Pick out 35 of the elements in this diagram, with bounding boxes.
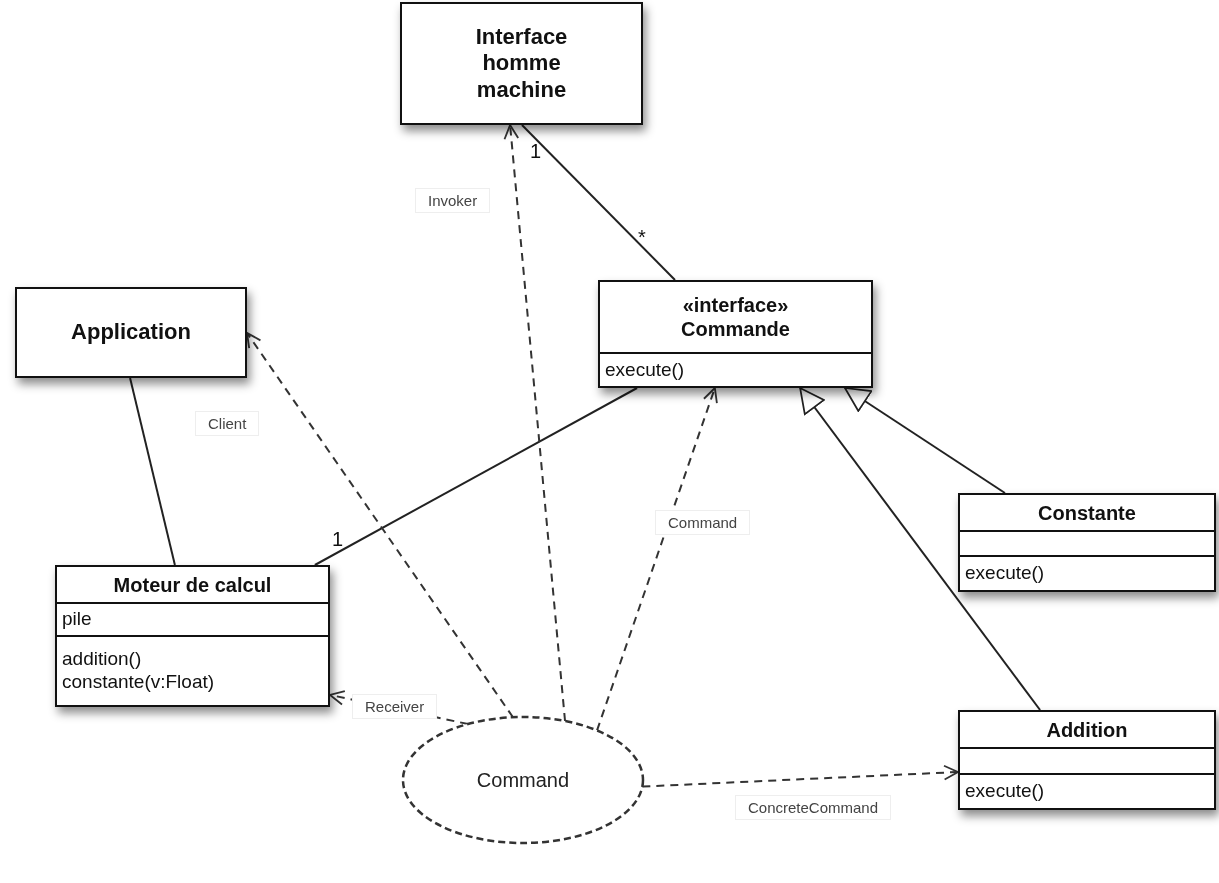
class-box (400, 2, 643, 125)
method-text: execute() (965, 562, 1046, 585)
association-line (129, 377, 176, 566)
stereotype-label: «interface» (681, 293, 790, 317)
method-text: addition() (62, 648, 143, 671)
class-box (15, 287, 247, 378)
ellipse-label: Command (476, 768, 570, 792)
multiplicity-label: 1 (332, 528, 344, 551)
class-box (958, 493, 1216, 592)
dashed-ellipse (401, 715, 645, 845)
method-text: execute() (965, 780, 1046, 803)
class-box (958, 710, 1216, 810)
multiplicity-label: * (638, 226, 646, 249)
class-box (598, 280, 873, 388)
edge-label: Invoker (415, 188, 491, 213)
association-line (313, 387, 639, 566)
attribute-text: pile (62, 608, 93, 631)
edge-label: Receiver (352, 694, 438, 719)
edge-label: Command (655, 510, 751, 535)
class-name: Application (70, 319, 192, 346)
edge-label: Client (195, 411, 260, 436)
class-box (55, 565, 330, 707)
multiplicity-label: 1 (530, 140, 542, 163)
generalization-arrow (843, 387, 1006, 494)
association-line (521, 124, 676, 281)
class-name: Constante (1037, 500, 1137, 525)
method-text: execute() (605, 358, 686, 382)
class-name: Moteur de calcul (112, 572, 273, 597)
generalization-arrow (799, 387, 1042, 711)
edge-label: ConcreteCommand (735, 795, 892, 820)
method-text: constante(v:Float) (62, 671, 216, 694)
class-name: Interface homme machine (474, 23, 569, 104)
class-name: Addition (1045, 717, 1129, 742)
dependency-arrow (503, 124, 567, 722)
class-name: Commande (680, 317, 791, 341)
